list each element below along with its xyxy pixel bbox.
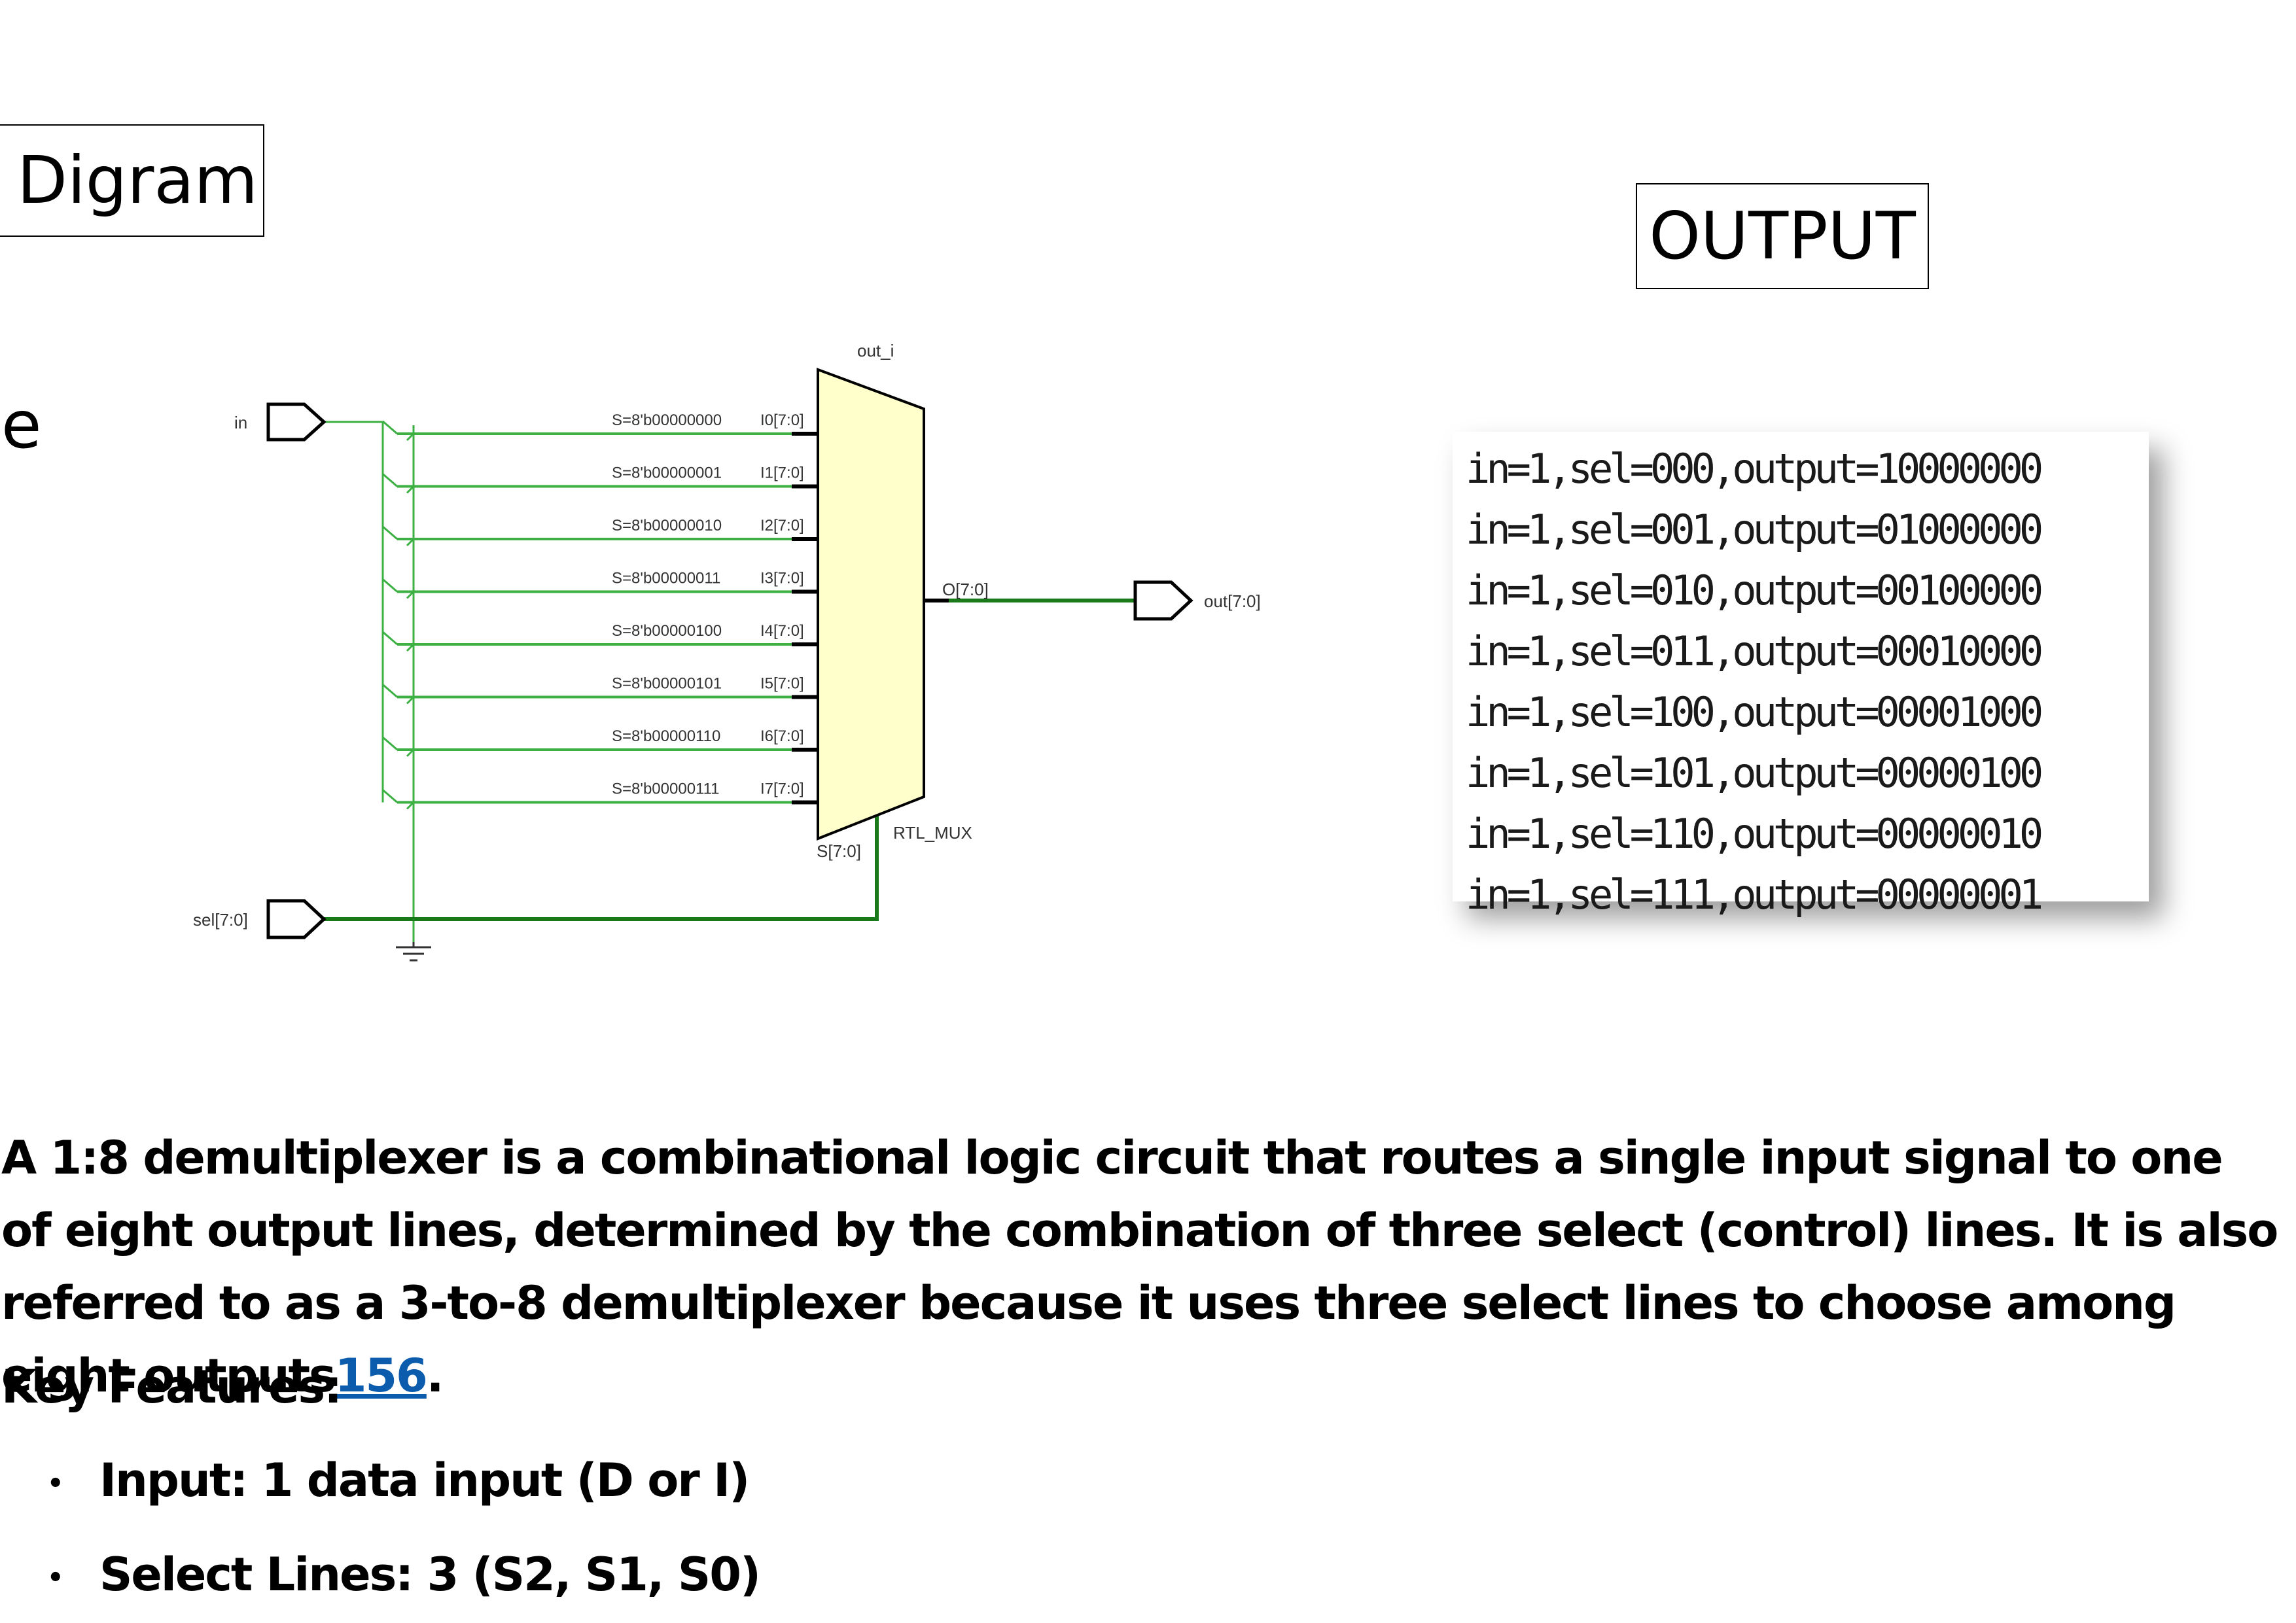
branch-wire [382,736,398,751]
branch-wire [382,789,398,803]
branch-wire [382,420,398,435]
input-pin-label: I1[7:0] [760,464,804,482]
branch-wire [382,578,398,593]
console-line: in=1,sel=111,output=00000001 [1466,871,2043,918]
feature-text: Select Lines: 3 (S2, S1, S0) [99,1548,761,1601]
branch-wire [382,631,398,646]
select-bus-wire [324,812,879,921]
branch-wire [382,473,398,487]
output-label-text: OUTPUT [1649,198,1916,274]
mux-input-labels: S=8'b00000000 I0[7:0] S=8'b00000001 I1[7:0]… [612,411,804,798]
select-port-label: sel[7:0] [193,910,248,930]
input-port-in[interactable] [266,402,327,442]
mux-select-pin: S[7:0] [817,841,861,861]
input-pin-label: I4[7:0] [760,622,804,640]
input-pin-label: I3[7:0] [760,570,804,587]
stray-letter: e [1,387,42,463]
branch-wire [382,684,398,698]
input-port-sel[interactable] [266,899,327,939]
description-end: . [426,1349,444,1403]
select-constant-label: S=8'b00000000 [612,411,722,429]
input-port-label: in [234,413,247,432]
feature-text: Input: 1 data input (D or I) [99,1454,750,1507]
description-paragraph: A 1:8 demultiplexer is a combinational l… [1,1122,2285,1412]
console-line: in=1,sel=000,output=10000000 [1466,445,2043,493]
select-constant-label: S=8'b00000011 [612,570,720,587]
bullet-icon: • [47,1562,64,1593]
output-port-label: out[7:0] [1204,591,1261,611]
output-label: OUTPUT [1636,183,1929,289]
console-line: in=1,sel=011,output=00010000 [1466,627,2043,675]
rtl-schematic: out_i RTL_MUX O[7:0] S[7:0] in sel[7:0] … [193,341,1261,962]
select-constant-label: S=8'b00000110 [612,727,720,745]
select-constant-label: S=8'b00000101 [612,675,722,693]
console-line: in=1,sel=010,output=00100000 [1466,567,2043,614]
mux-block[interactable] [817,368,925,841]
select-constant-label: S=8'b00000001 [612,464,722,482]
input-pin-label: I5[7:0] [760,675,804,693]
digram-label: Digram [0,124,264,237]
bullet-icon: • [47,1468,64,1499]
ground-symbol [396,942,431,962]
digram-label-text: Digram [17,142,258,218]
simulation-console-output: in=1,sel=000,output=10000000 in=1,sel=001… [1453,432,2149,918]
mux-block-name: out_i [857,341,894,360]
console-line: in=1,sel=110,output=00000010 [1466,810,2043,858]
select-constant-label: S=8'b00000010 [612,517,722,534]
description-text: A 1:8 demultiplexer is a combinational l… [1,1131,2278,1403]
citation-link[interactable]: 156 [334,1349,428,1403]
select-constant-label: S=8'b00000100 [612,622,722,640]
schematic-wires [324,420,1135,942]
key-features-heading: Key Features: [1,1360,342,1414]
input-pin-label: I7[7:0] [760,780,804,798]
console-line: in=1,sel=101,output=00000100 [1466,749,2043,797]
output-port-out[interactable] [1133,580,1193,621]
console-line: in=1,sel=001,output=01000000 [1466,506,2043,553]
feature-item: •Input: 1 data input (D or I) [47,1457,750,1503]
input-pin-label: I6[7:0] [760,727,804,745]
mux-output-pin: O[7:0] [942,580,989,599]
input-pin-label: I2[7:0] [760,517,804,534]
console-line: in=1,sel=100,output=00001000 [1466,688,2043,736]
branch-wire [382,525,398,540]
feature-item: •Select Lines: 3 (S2, S1, S0) [47,1552,761,1597]
mux-block-type: RTL_MUX [893,823,972,843]
select-constant-label: S=8'b00000111 [612,780,720,798]
input-pin-label: I0[7:0] [760,411,804,429]
